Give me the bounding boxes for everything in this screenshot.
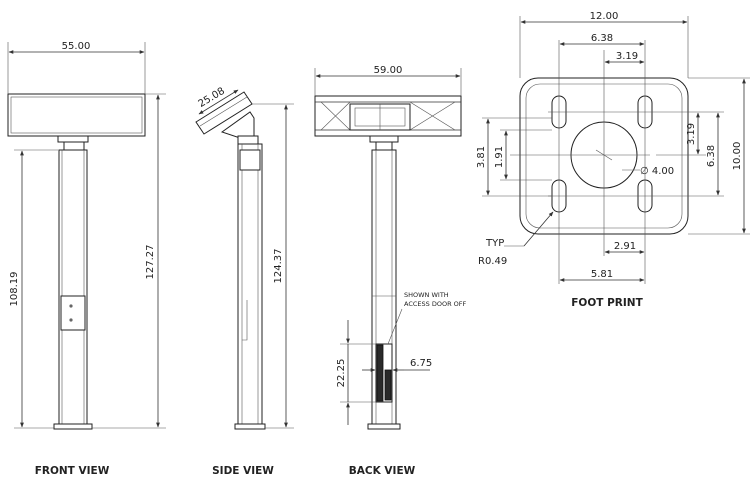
front-display-head [7, 93, 146, 137]
footprint-bottom-label-2: 5.81 [591, 269, 613, 280]
footprint-slot-half-y-label: 3.19 [686, 123, 697, 145]
front-view: 55.00 108.19 127.27 FRONT VIEW [7, 41, 166, 477]
footprint-view: 12.00 6.38 3.19 10.00 6.38 3.19 3.81 1.9 [476, 11, 750, 309]
footprint-slot-span-x-label: 6.38 [591, 33, 613, 44]
footprint-view-title: FOOT PRINT [571, 297, 643, 309]
back-width-label: 59.00 [374, 65, 403, 76]
footprint-width-label: 12.00 [590, 11, 619, 22]
front-access-panel [60, 295, 86, 331]
footprint-bottom-label-1: 2.91 [614, 241, 636, 252]
side-view: 25.08 124.37 SIDE VIEW [195, 86, 294, 477]
footprint-radius-note-1: TYP [485, 238, 504, 249]
back-view: 59.00 SHOWN WITH ACCESS DOOR OFF 22.25 6… [314, 65, 467, 477]
back-note-line1: SHOWN WITH [404, 291, 449, 299]
front-width-label: 55.00 [62, 41, 91, 52]
side-pole [237, 143, 263, 427]
front-total-height-label: 127.27 [145, 245, 156, 280]
footprint-slot-half-x-label: 3.19 [616, 51, 638, 62]
footprint-slot-span-y-label: 6.38 [706, 145, 717, 167]
back-note-line2: ACCESS DOOR OFF [404, 300, 467, 308]
footprint-left-label-2: 1.91 [494, 146, 505, 168]
footprint-hole-diameter-label: ∅ 4.00 [640, 166, 674, 177]
footprint-radius-note-2: R0.49 [478, 256, 507, 267]
front-pole [58, 149, 88, 427]
side-view-title: SIDE VIEW [212, 465, 274, 477]
front-view-title: FRONT VIEW [35, 465, 110, 477]
side-height-label: 124.37 [273, 249, 284, 284]
footprint-height-label: 10.00 [732, 142, 743, 171]
back-door-height-label: 22.25 [336, 359, 347, 388]
back-view-title: BACK VIEW [349, 465, 416, 477]
back-door-width-label: 6.75 [410, 358, 432, 369]
footprint-left-label-1: 3.81 [476, 146, 487, 168]
front-lower-height-label: 108.19 [9, 272, 20, 307]
side-depth-dimension [198, 89, 239, 115]
